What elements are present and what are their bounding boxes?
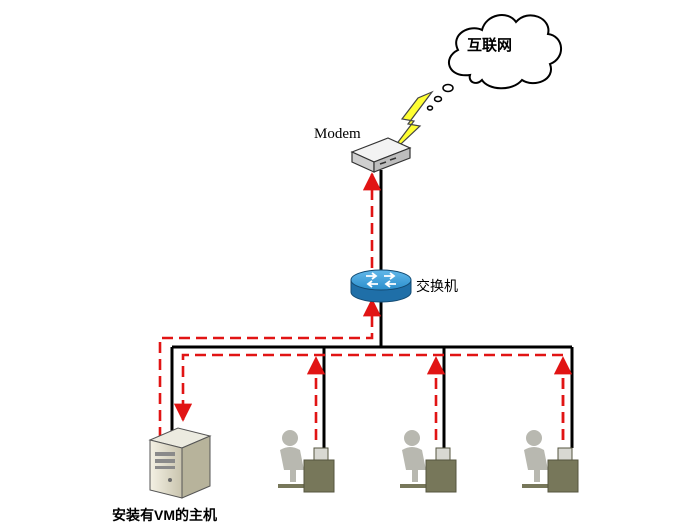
dataflow-paths — [158, 172, 573, 440]
workstation-icon — [278, 430, 335, 493]
vm-host-label: 安装有VM的主机 — [112, 507, 217, 523]
lightning-icon — [385, 90, 434, 159]
workstation-icon — [522, 430, 579, 493]
cloud-icon — [426, 14, 562, 111]
modem-label: Modem — [314, 126, 361, 142]
internet-label: 互联网 — [467, 37, 513, 54]
clients-to-host-flow — [173, 353, 565, 440]
server-tower-icon — [148, 427, 212, 499]
modem-icon — [350, 137, 412, 173]
switch-label: 交换机 — [416, 278, 458, 294]
host-to-switch-flow — [158, 298, 382, 438]
workstation-icon — [400, 430, 457, 493]
switch-icon — [350, 269, 412, 303]
